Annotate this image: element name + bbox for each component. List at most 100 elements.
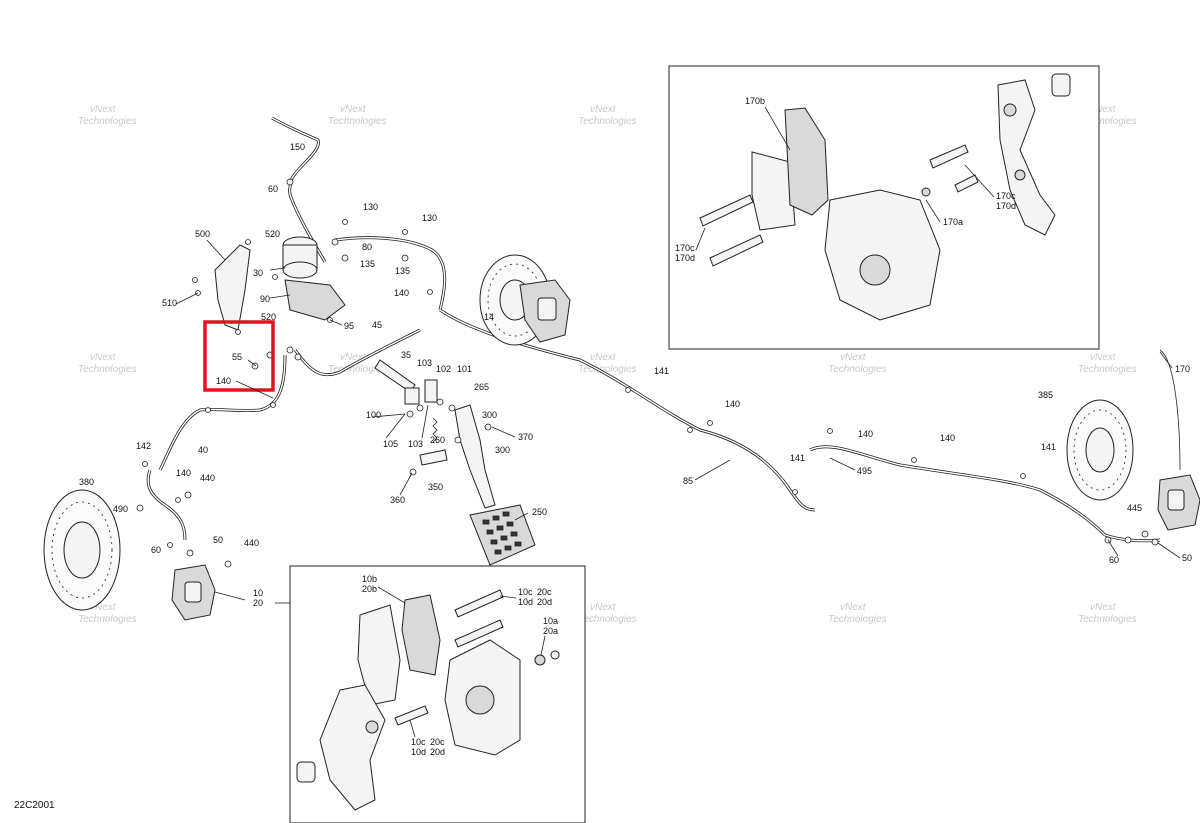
callout-170d: 170d xyxy=(675,253,695,263)
brake-disc-385 xyxy=(1066,399,1134,501)
callout-102: 102 xyxy=(436,364,451,374)
bleeder-10a xyxy=(534,654,546,666)
master-cylinder xyxy=(282,236,346,321)
bolt-170d xyxy=(709,234,764,267)
callout-20c: 20c xyxy=(430,737,445,747)
callout-265: 265 xyxy=(474,382,489,392)
callout-140: 140 xyxy=(394,288,409,298)
caliper-body-rear xyxy=(824,189,941,321)
callout-55: 55 xyxy=(232,352,242,362)
callout-20b: 20b xyxy=(362,584,377,594)
callout-140: 140 xyxy=(940,433,955,443)
bolt-10c xyxy=(454,589,504,618)
callout-140: 140 xyxy=(216,376,231,386)
callout-90: 90 xyxy=(260,294,270,304)
callout-135: 135 xyxy=(360,259,375,269)
svg-text:Technologies: Technologies xyxy=(78,364,137,375)
callout-350: 350 xyxy=(428,482,443,492)
callout-14: 14 xyxy=(484,312,494,322)
brake-pedal xyxy=(454,404,536,566)
callout-50: 50 xyxy=(213,535,223,545)
brake-pad-170b xyxy=(751,151,796,231)
svg-text:vNext: vNext xyxy=(840,352,867,363)
brake-line-rear-right xyxy=(809,445,1107,537)
callout-20d: 20d xyxy=(537,597,552,607)
callout-100: 100 xyxy=(366,410,381,420)
brake-line-170 xyxy=(1159,349,1181,471)
callout-142: 142 xyxy=(136,441,151,451)
callout-103: 103 xyxy=(417,358,432,368)
callout-150: 150 xyxy=(290,142,305,152)
svg-text:Technologies: Technologies xyxy=(1078,364,1137,375)
callout-130: 130 xyxy=(363,202,378,212)
caliper-rear-right xyxy=(1157,474,1200,531)
slide-pin xyxy=(954,174,979,193)
callout-35: 35 xyxy=(401,350,411,360)
brake-pad-10b xyxy=(357,604,401,706)
callout-141: 141 xyxy=(1041,442,1056,452)
callout-10b: 10b xyxy=(362,574,377,584)
callout-105: 105 xyxy=(383,439,398,449)
callout-170d: 170d xyxy=(996,201,1016,211)
svg-text:vNext: vNext xyxy=(840,602,867,613)
callout-40: 40 xyxy=(198,445,208,455)
inset-rear-caliper: 170b 170c 170d 170a 170c 170d xyxy=(668,65,1100,350)
callout-10: 10 xyxy=(253,588,263,598)
callout-130: 130 xyxy=(422,213,437,223)
caliper-bracket-front xyxy=(319,684,386,811)
callout-50: 50 xyxy=(1182,553,1192,563)
callout-10a: 10a xyxy=(543,616,558,626)
diagram-code: 22C2001 xyxy=(14,800,55,811)
callout-140: 140 xyxy=(858,429,873,439)
callout-495: 495 xyxy=(857,466,872,476)
svg-text:Technologies: Technologies xyxy=(578,116,637,127)
callout-60: 60 xyxy=(268,184,278,194)
callout-440: 440 xyxy=(200,473,215,483)
callout-140: 140 xyxy=(176,468,191,478)
svg-text:vNext: vNext xyxy=(590,352,617,363)
callout-10c: 10c xyxy=(518,587,533,597)
callout-140: 140 xyxy=(725,399,740,409)
callout-101: 101 xyxy=(457,364,472,374)
callout-445: 445 xyxy=(1127,503,1142,513)
callout-10d: 10d xyxy=(518,597,533,607)
svg-text:Technologies: Technologies xyxy=(1078,116,1137,127)
heat-shield-500 xyxy=(214,244,251,331)
svg-text:vNext: vNext xyxy=(90,352,117,363)
callout-60: 60 xyxy=(151,545,161,555)
callout-170: 170 xyxy=(1175,364,1190,374)
callout-141: 141 xyxy=(654,366,669,376)
callout-80: 80 xyxy=(362,242,372,252)
svg-text:vNext: vNext xyxy=(1090,352,1117,363)
highlight-box xyxy=(203,320,275,392)
callout-20a: 20a xyxy=(543,626,558,636)
svg-text:vNext: vNext xyxy=(90,602,117,613)
brake-disc-380 xyxy=(43,489,121,611)
callout-520: 520 xyxy=(265,229,280,239)
svg-text:Technologies: Technologies xyxy=(578,364,637,375)
callout-490: 490 xyxy=(113,504,128,514)
callout-250: 250 xyxy=(532,507,547,517)
bolt-170c xyxy=(699,194,754,227)
callout-300: 300 xyxy=(495,445,510,455)
slide-pin xyxy=(929,144,969,169)
bushing-front xyxy=(296,761,316,783)
callout-360: 360 xyxy=(390,495,405,505)
callout-45: 45 xyxy=(372,320,382,330)
svg-text:vNext: vNext xyxy=(340,104,367,115)
callout-510: 510 xyxy=(162,298,177,308)
svg-text:vNext: vNext xyxy=(1090,104,1117,115)
leader-lines xyxy=(175,239,1181,601)
callout-20c: 20c xyxy=(537,587,552,597)
callouts-main: 150 60 130 130 80 135 135 500 520 510 30… xyxy=(79,142,1192,608)
svg-text:Technologies: Technologies xyxy=(78,116,137,127)
